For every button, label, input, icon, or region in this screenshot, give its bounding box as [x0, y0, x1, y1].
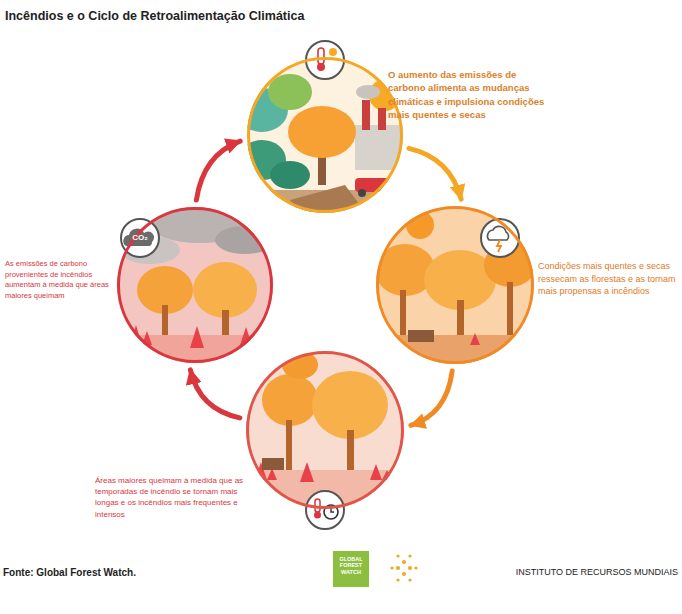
smoke-fire-scene	[115, 205, 275, 370]
cycle-arrow	[411, 371, 452, 425]
circle-outline	[376, 206, 534, 364]
circle-outline	[247, 57, 403, 213]
stage-caption: Áreas maiores queimam à medida que as te…	[95, 475, 257, 520]
diagram-title: Incêndios e o Ciclo de Retroalimentação …	[5, 8, 304, 26]
circle-border	[378, 208, 533, 363]
thermometer-clock-icon	[306, 491, 344, 529]
circle-outline	[117, 207, 273, 363]
stage-caption: O aumento das emissões de carbono alimen…	[388, 68, 548, 121]
circle-border	[119, 209, 272, 362]
stage-caption: Condições mais quentes e secas ressecam …	[538, 260, 676, 298]
circle-border	[249, 59, 402, 212]
cycle-stage-circle: As emissões de carbono provenientes de i…	[117, 207, 273, 363]
gfw-logo	[333, 551, 369, 587]
cycle-stage-circle: Áreas maiores queimam à medida que as te…	[246, 351, 404, 509]
cycle-stage-circle: O aumento das emissões de carbono alimen…	[247, 57, 403, 213]
cycle-arrow	[190, 370, 239, 418]
cycle-arrow	[409, 148, 461, 199]
cycle-stage-circle: Condições mais quentes e secas ressecam …	[376, 206, 534, 364]
wri-name: INSTITUTO DE RECURSOS MUNDIAIS	[470, 566, 678, 579]
circle-outline	[246, 351, 404, 509]
co2-label: CO₂	[122, 232, 158, 243]
wri-logo	[390, 554, 417, 581]
cycle-arrow	[196, 141, 240, 200]
gfw-logo-text: GLOBAL FOREST WATCH	[334, 556, 368, 575]
dry-forest-scene	[370, 200, 540, 375]
burning-forest-scene	[240, 345, 410, 515]
source-note: Fonte: Global Forest Watch.	[3, 566, 223, 580]
circle-border	[248, 353, 403, 508]
storm-cloud-icon	[481, 219, 519, 257]
stage-caption: As emissões de carbono provenientes de i…	[5, 259, 109, 301]
